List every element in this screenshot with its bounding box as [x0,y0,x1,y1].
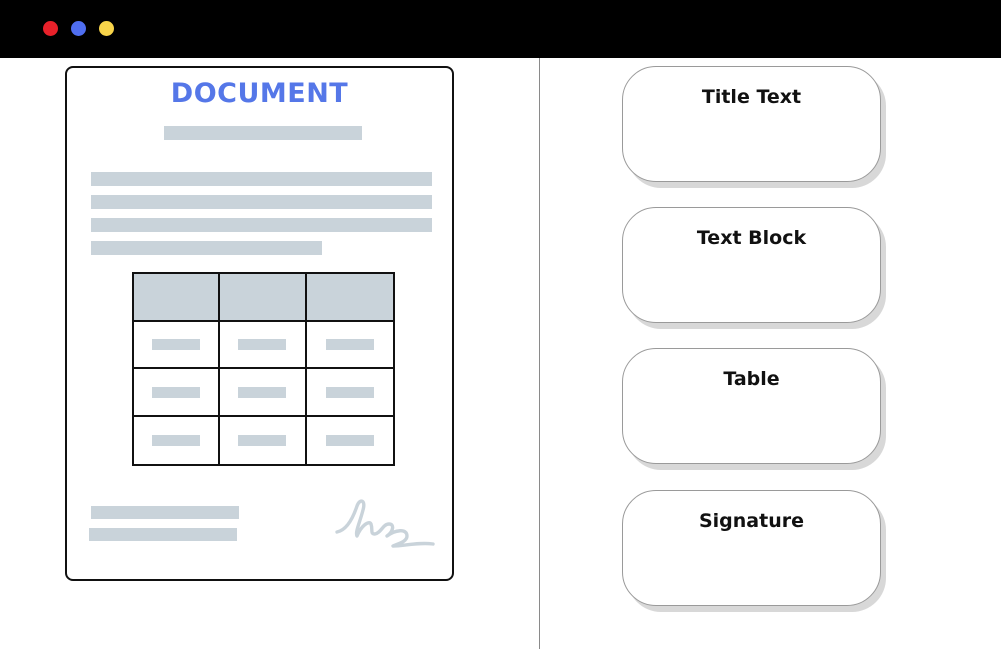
signature-text-line [89,528,237,541]
signature-text-line [91,506,239,519]
table-cell [220,369,307,417]
panel-divider [539,58,540,649]
signature-scribble-icon [335,499,435,548]
cell-placeholder [325,435,374,447]
card-label: Signature [698,510,804,532]
table-header-cell [220,274,307,322]
cell-placeholder [152,435,201,447]
title-text-card[interactable]: Title Text [622,66,881,182]
cell-placeholder [238,339,287,351]
maximize-window-icon[interactable] [99,21,114,36]
table-cell [220,416,307,464]
text-placeholder-line [91,195,432,209]
document-title: DOCUMENT [170,78,349,109]
cell-placeholder [152,339,201,351]
cell-placeholder [152,386,201,398]
cell-placeholder [238,386,287,398]
table-header-cell [134,274,221,322]
cell-placeholder [325,339,374,351]
text-placeholder-line [91,218,432,232]
table-cell [220,321,307,369]
table-cell [134,369,221,417]
title-placeholder-bar [164,126,362,140]
table-cell [134,321,221,369]
document-preview: DOCUMENT [65,66,454,581]
table-cell [307,417,393,465]
card-label: Text Block [696,227,807,249]
card-label: Title Text [701,86,802,108]
text-placeholder-line [91,172,432,186]
text-placeholder-line [91,241,322,255]
cell-placeholder [238,435,287,447]
close-window-icon[interactable] [43,21,58,36]
cell-placeholder [325,386,374,398]
table-cell [306,369,393,417]
table-card[interactable]: Table [622,348,881,464]
text-block-card[interactable]: Text Block [622,207,881,323]
document-table [132,272,395,466]
table-cell [306,322,393,369]
table-cell [134,416,221,464]
table-header-cell [306,274,393,322]
minimize-window-icon[interactable] [71,21,86,36]
window-titlebar [0,0,1001,58]
signature-card[interactable]: Signature [622,490,881,606]
card-label: Table [723,368,780,390]
